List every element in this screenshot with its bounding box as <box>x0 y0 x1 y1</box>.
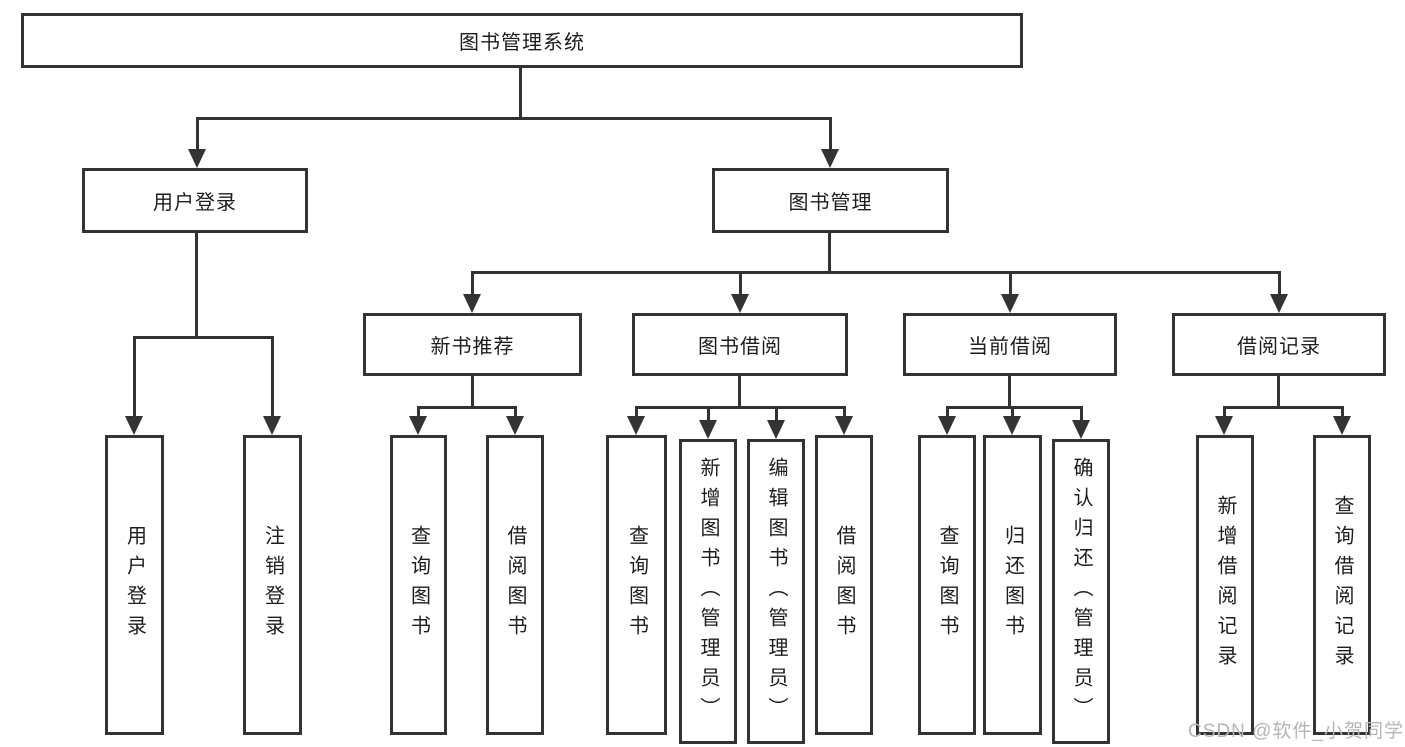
node-book-borrow: 图书借阅 <box>632 313 848 376</box>
arrow-to-query-books-current <box>938 406 956 435</box>
arrow-to-query-borrow-record <box>1333 406 1351 435</box>
leaf-query-books-borrow: 查询图书 <box>606 435 667 735</box>
arrow-to-add-books-admin <box>699 406 717 439</box>
connector-root-stem <box>519 66 522 119</box>
connector-records-bar <box>1224 406 1342 409</box>
connector-user-login-stem <box>195 231 198 338</box>
leaf-borrow-books-recommend: 借阅图书 <box>486 435 544 735</box>
connector-recommend-stem <box>471 374 474 408</box>
arrow-to-borrow-books <box>835 406 853 435</box>
leaf-edit-books-admin-label: 编辑图书（管理员） <box>765 456 787 727</box>
arrow-to-edit-books-admin <box>767 406 785 439</box>
node-book-management: 图书管理 <box>712 168 949 233</box>
leaf-borrow-books: 借阅图书 <box>815 435 873 735</box>
node-root: 图书管理系统 <box>21 13 1023 68</box>
node-new-book-recommend: 新书推荐 <box>363 313 582 376</box>
leaf-logout: 注销登录 <box>243 435 302 735</box>
arrow-to-confirm-return-admin <box>1072 406 1090 439</box>
leaf-return-books: 归还图书 <box>983 435 1042 735</box>
connector-book-mgmt-stem <box>828 231 831 273</box>
arrow-to-borrow-books-recommend <box>506 406 524 435</box>
node-current-borrow: 当前借阅 <box>903 313 1117 376</box>
arrow-to-book-management <box>821 117 839 168</box>
connector-book-mgmt-bar <box>471 271 1281 274</box>
arrow-to-add-borrow-record <box>1215 406 1233 435</box>
leaf-add-books-admin: 新增图书（管理员） <box>679 439 737 744</box>
leaf-user-login: 用户登录 <box>105 435 164 735</box>
arrow-to-query-books-recommend <box>409 406 427 435</box>
leaf-query-books-current: 查询图书 <box>918 435 976 735</box>
connector-current-bar <box>947 406 1082 409</box>
leaf-borrow-books-recommend-label: 借阅图书 <box>504 525 526 645</box>
leaf-add-books-admin-label: 新增图书（管理员） <box>697 456 719 727</box>
leaf-confirm-return-admin: 确认归还（管理员） <box>1052 439 1110 744</box>
arrow-to-leaf-user-login <box>125 336 143 435</box>
connector-root-bar <box>196 117 831 120</box>
leaf-user-login-label: 用户登录 <box>123 525 146 645</box>
arrow-to-leaf-logout <box>263 336 281 435</box>
node-borrow-records-label: 借阅记录 <box>1237 336 1321 358</box>
node-current-borrow-label: 当前借阅 <box>968 336 1052 358</box>
connector-borrow-bar <box>636 406 845 409</box>
leaf-query-borrow-record: 查询借阅记录 <box>1313 435 1371 735</box>
arrow-to-book-borrow <box>731 271 749 313</box>
leaf-confirm-return-admin-label: 确认归还（管理员） <box>1070 456 1092 727</box>
leaf-borrow-books-label: 借阅图书 <box>833 525 855 645</box>
leaf-query-books-recommend-label: 查询图书 <box>407 525 430 645</box>
connector-user-login-bar <box>134 336 274 339</box>
leaf-add-borrow-record-label: 新增借阅记录 <box>1214 495 1236 675</box>
arrow-to-query-books-borrow <box>627 406 645 435</box>
arrow-to-new-book-recommend <box>463 271 481 313</box>
node-book-borrow-label: 图书借阅 <box>698 336 782 358</box>
connector-current-stem <box>1008 374 1011 408</box>
node-new-book-recommend-label: 新书推荐 <box>430 336 515 358</box>
connector-recommend-bar <box>418 406 516 409</box>
arrow-to-user-login <box>188 117 206 168</box>
node-borrow-records: 借阅记录 <box>1172 313 1386 376</box>
leaf-logout-label: 注销登录 <box>261 525 284 645</box>
node-book-management-label: 图书管理 <box>788 192 873 214</box>
leaf-query-books-current-label: 查询图书 <box>936 525 958 645</box>
leaf-query-books-borrow-label: 查询图书 <box>625 525 648 645</box>
leaf-return-books-label: 归还图书 <box>1001 525 1024 645</box>
arrow-to-borrow-records <box>1270 271 1288 313</box>
arrow-to-return-books <box>1003 406 1021 435</box>
node-root-label: 图书管理系统 <box>459 32 585 54</box>
connector-records-stem <box>1277 374 1280 408</box>
leaf-edit-books-admin: 编辑图书（管理员） <box>747 439 805 744</box>
leaf-query-books-recommend: 查询图书 <box>390 435 447 735</box>
node-user-login-label: 用户登录 <box>153 192 237 214</box>
leaf-add-borrow-record: 新增借阅记录 <box>1196 435 1254 735</box>
connector-borrow-stem <box>738 373 741 408</box>
arrow-to-current-borrow <box>1001 271 1019 313</box>
node-user-login: 用户登录 <box>82 168 308 233</box>
leaf-query-borrow-record-label: 查询借阅记录 <box>1331 495 1353 675</box>
